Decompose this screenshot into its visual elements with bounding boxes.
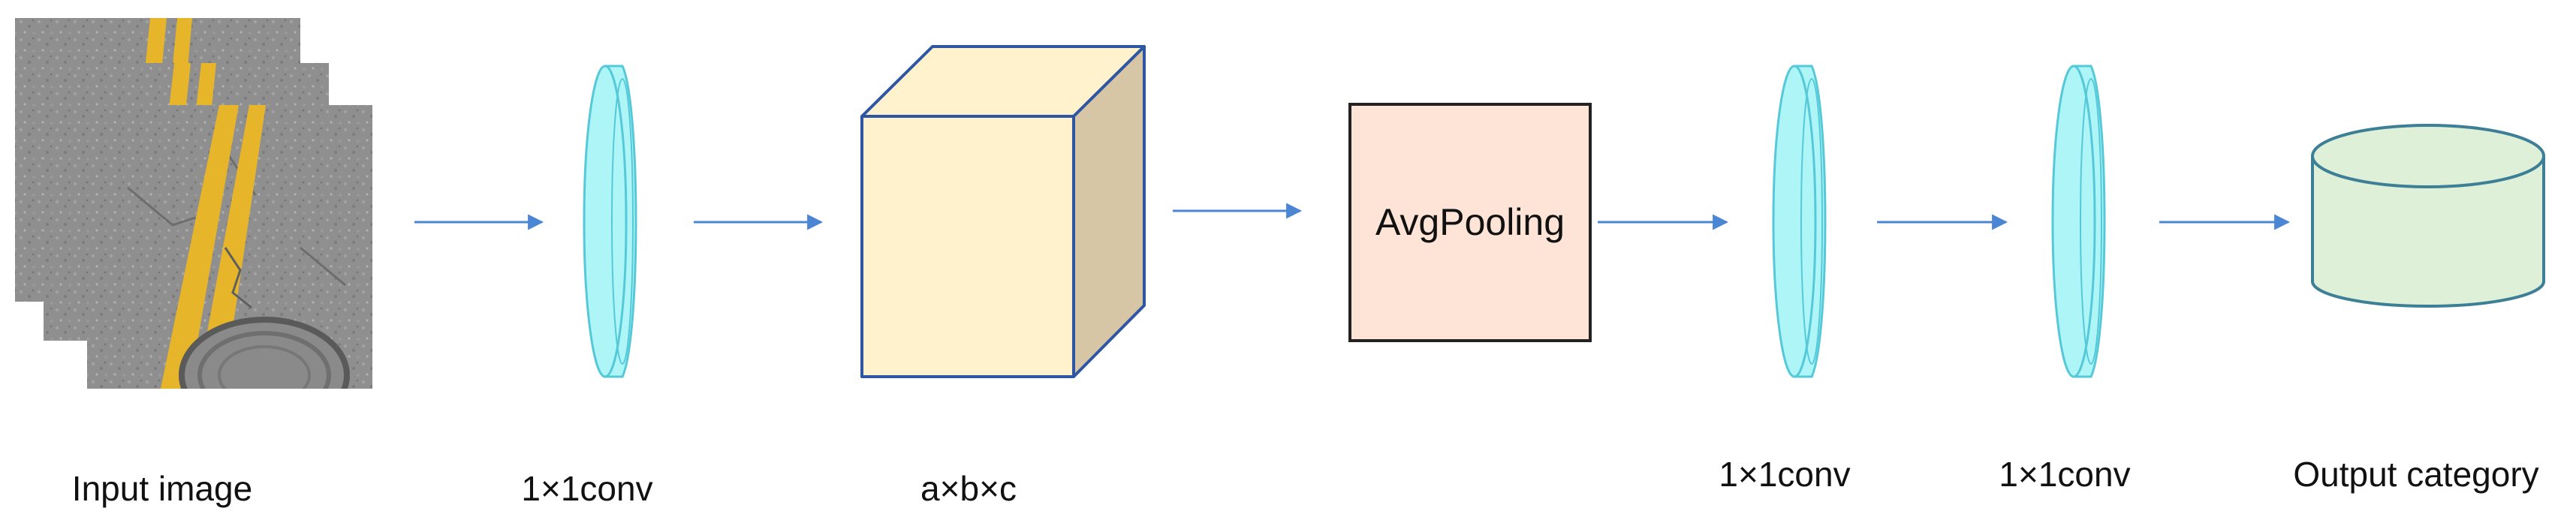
conv-label: 1×1conv [521,469,652,508]
input-image-label: Input image [72,469,252,508]
tensor-dims-label: a×b×c [920,469,1017,508]
conv-label: 1×1conv [1999,455,2130,494]
avg-pooling-box: AvgPooling [1348,103,1592,342]
conv-lens-icon [1772,65,1827,378]
tensor-cube-icon [860,45,1146,378]
output-category-label: Output category [2293,455,2538,494]
input-image-stack [15,18,372,389]
avg-pooling-label: AvgPooling [1375,201,1565,243]
arrows [414,203,2291,230]
conv-label: 1×1conv [1719,455,1850,494]
conv-lens-icon [583,65,637,378]
road-photo-front [87,105,372,389]
output-cylinder-icon [2311,124,2545,308]
conv-lens-icon [2051,65,2106,378]
